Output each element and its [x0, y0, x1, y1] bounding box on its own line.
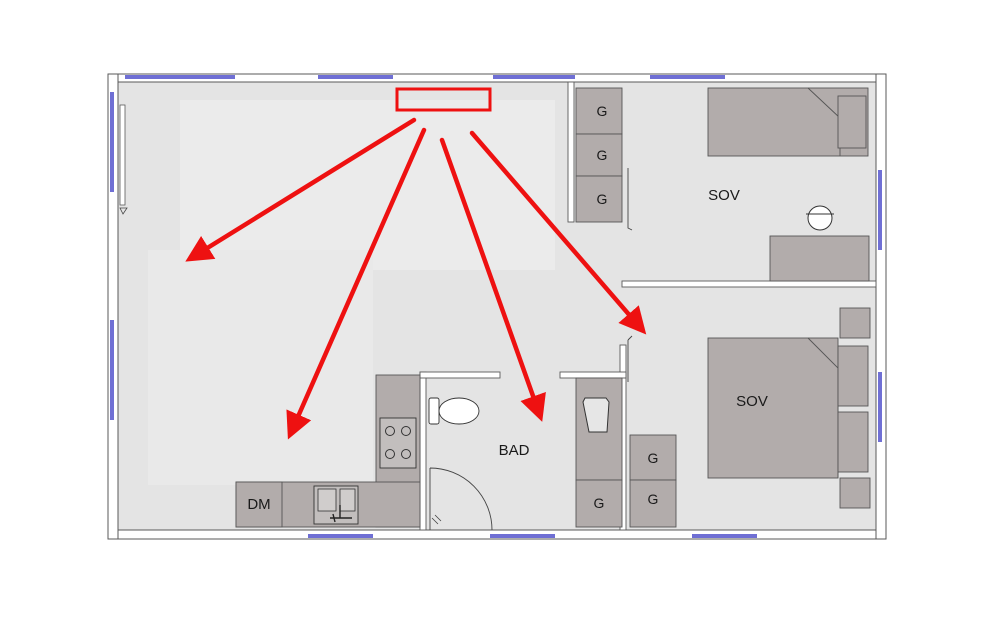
- appliance-column: [575, 377, 623, 481]
- top-bedroom-door: [627, 168, 633, 231]
- cabinet-g-6: [629, 479, 677, 528]
- arrow: [439, 137, 546, 422]
- toilet: [428, 397, 480, 425]
- cabinet-g-1: [575, 87, 623, 135]
- door-stop: [119, 207, 128, 215]
- kitchen: DM: [235, 374, 421, 528]
- bed-top: [707, 87, 869, 157]
- cabinet-g-label: G: [648, 450, 659, 466]
- pillow: [837, 411, 869, 473]
- vent-source: [395, 87, 492, 112]
- cabinet-g-7: [575, 479, 623, 528]
- window-frame: [119, 104, 126, 206]
- cabinet-g-5: [629, 434, 677, 481]
- sink-basin: [339, 488, 356, 512]
- pillow: [837, 345, 869, 407]
- window: [308, 534, 373, 538]
- window: [490, 534, 555, 538]
- cabinet-g-label: G: [597, 191, 608, 207]
- windows: [110, 75, 882, 538]
- faucet-icon: [330, 505, 352, 523]
- window: [318, 75, 393, 79]
- bedroom-bottom-label: SOV: [736, 393, 768, 410]
- bedroom-top-label: SOV: [708, 187, 740, 204]
- nightstand: [839, 307, 871, 339]
- arrow: [469, 130, 647, 335]
- bed-bottom: [707, 307, 871, 509]
- cabinet-g-label: G: [648, 491, 659, 507]
- window: [650, 75, 725, 79]
- arrow: [286, 127, 427, 440]
- dishwasher: [235, 481, 283, 528]
- bathroom-door-stop: [431, 514, 442, 525]
- window: [125, 75, 235, 79]
- nightstand: [839, 477, 871, 509]
- cabinet-g-label: G: [597, 103, 608, 119]
- chair-icon: [806, 205, 834, 231]
- bathroom-label: BAD: [499, 442, 530, 459]
- bedroom-door: [627, 335, 633, 382]
- door-swings: [429, 168, 633, 531]
- cabinet-g-label: G: [597, 147, 608, 163]
- sink-basin: [317, 488, 337, 512]
- floor-light-patch: [180, 100, 555, 270]
- floor-light-patch-2: [148, 250, 373, 485]
- window: [110, 320, 114, 420]
- interior-walls: [419, 81, 877, 531]
- washing-machine-icon: [582, 397, 610, 433]
- bathroom-door: [429, 467, 493, 531]
- cabinet-g-3: [575, 175, 623, 223]
- arrow: [185, 117, 417, 262]
- pillow: [837, 95, 867, 149]
- window: [493, 75, 575, 79]
- window: [878, 372, 882, 442]
- window: [110, 92, 114, 192]
- airflow-arrows: [185, 117, 647, 440]
- window: [692, 534, 757, 538]
- stove: [379, 417, 417, 469]
- desk: [769, 235, 870, 282]
- window: [878, 170, 882, 250]
- dishwasher-label: DM: [247, 496, 270, 513]
- stove-burners: [385, 426, 411, 459]
- cabinet-g-label: G: [594, 495, 605, 511]
- cabinet-g-2: [575, 133, 623, 177]
